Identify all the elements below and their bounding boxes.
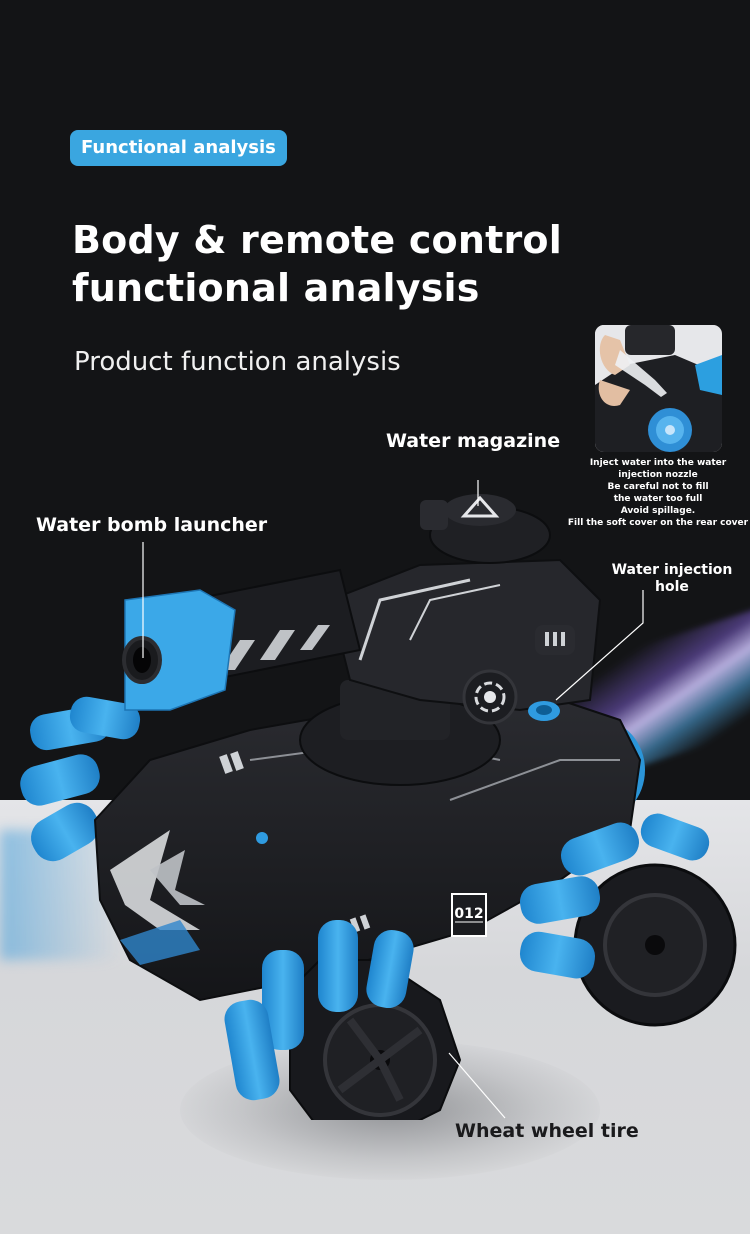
callout-wheat-wheel-tire: Wheat wheel tire	[455, 1120, 639, 1142]
instruction-line: Inject water into the water	[589, 458, 727, 468]
plate-number: 012	[454, 906, 483, 922]
instruction-line: Avoid spillage.	[620, 506, 696, 516]
water-bomb-tank-product-image: 012	[20, 480, 737, 1120]
callout-water-bomb-launcher: Water bomb launcher	[36, 514, 268, 536]
front-right-mecanum-wheel	[519, 813, 737, 1027]
turret-emblem	[462, 669, 518, 725]
callout-water-injection-hole: Water injection hole	[610, 562, 734, 596]
front-left-mecanum-wheel	[224, 920, 462, 1120]
left-wheel-rollers	[20, 696, 141, 862]
roller	[318, 920, 358, 1012]
instruction-line: injection nozzle	[618, 470, 698, 480]
turret-side-grip	[535, 625, 575, 655]
section-badge: Functional analysis	[70, 130, 287, 166]
page-title: Body & remote control functional analysi…	[72, 216, 562, 312]
water-magazine-cap	[420, 494, 551, 564]
title-line-2: functional analysis	[72, 266, 480, 310]
instruction-line: Be careful not to fill	[607, 482, 709, 492]
instruction-line: Fill the soft cover on the rear cover	[567, 518, 749, 528]
water-injection-hole	[528, 701, 560, 721]
callout-line: hole	[655, 579, 689, 595]
number-plate: 012	[451, 893, 487, 937]
injection-hole-leader-line	[555, 590, 644, 701]
callout-water-magazine: Water magazine	[386, 430, 561, 452]
wheel-leader-line	[448, 1052, 506, 1119]
water-injection-instructions: Inject water into the water injection no…	[566, 457, 750, 529]
water-injection-photo	[595, 325, 722, 452]
water-injection-photo-illustration	[595, 325, 722, 452]
led-indicator	[256, 832, 268, 844]
title-line-1: Body & remote control	[72, 218, 562, 262]
page-subtitle: Product function analysis	[74, 347, 401, 377]
instruction-line: the water too full	[613, 494, 703, 504]
callout-line: Water injection	[611, 562, 733, 578]
